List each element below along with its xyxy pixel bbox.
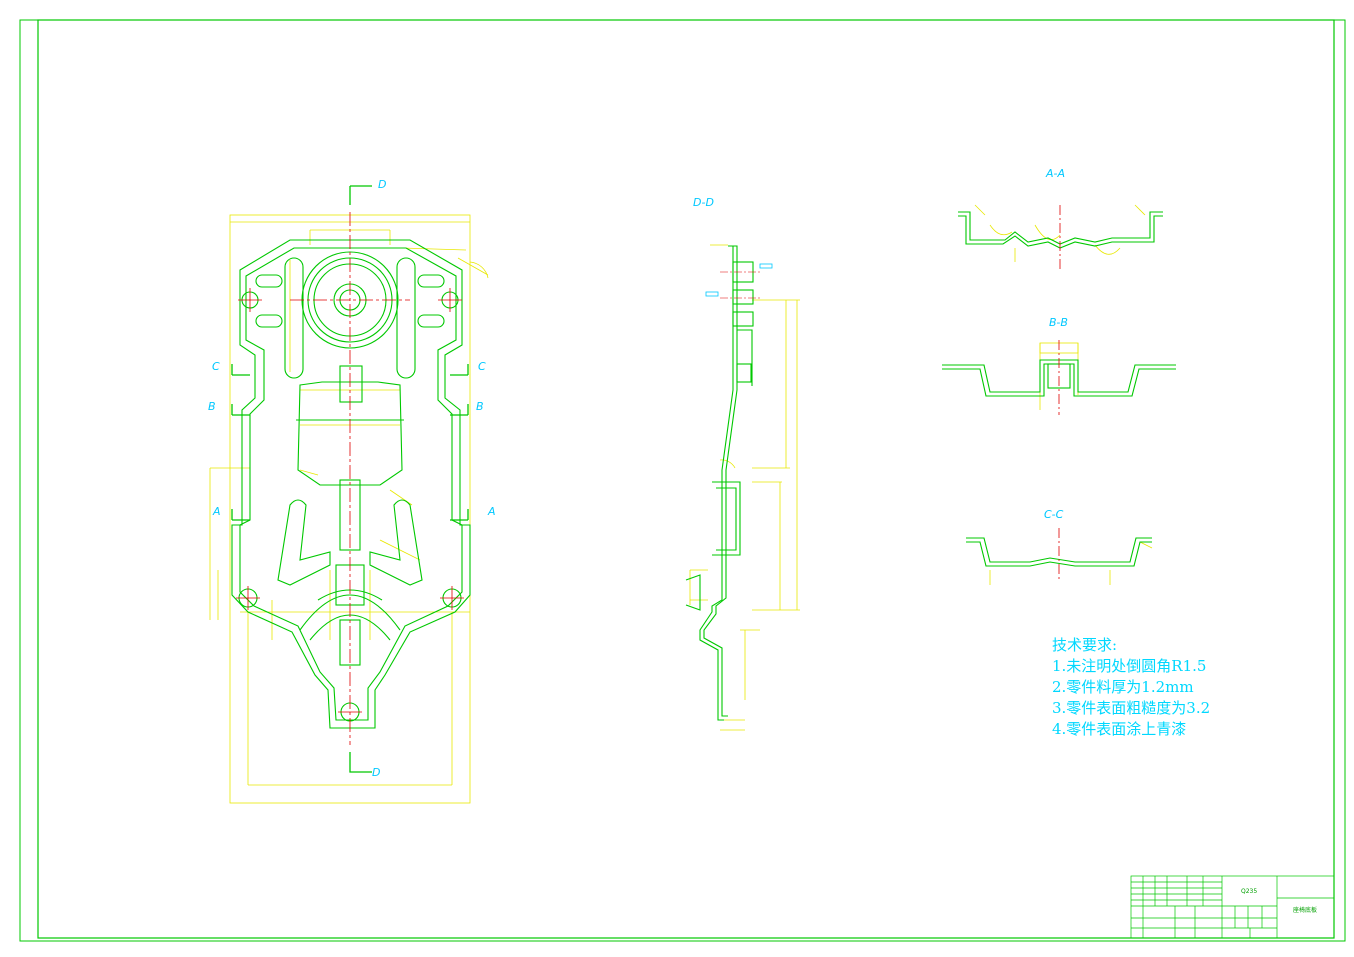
title-block xyxy=(1130,875,1335,939)
title-block-material: Q235 xyxy=(1241,888,1257,895)
front-view: D D C C B B A A xyxy=(208,178,496,804)
tech-req-item-3: 3.零件表面粗糙度为3.2 xyxy=(1052,699,1210,717)
label-side-view: D-D xyxy=(693,196,714,209)
title-block-drawing-name: 座椅底板 xyxy=(1293,906,1317,914)
technical-requirements: 技术要求: 1.未注明处倒圆角R1.5 2.零件料厚为1.2mm 3.零件表面粗… xyxy=(1052,636,1210,738)
label-main-top: D xyxy=(378,178,386,191)
label-left-c: C xyxy=(212,360,220,373)
label-section-cc: C-C xyxy=(1044,508,1064,521)
section-bb: B-B xyxy=(942,316,1176,415)
tech-req-item-4: 4.零件表面涂上青漆 xyxy=(1052,720,1186,738)
inner-frame xyxy=(37,19,1335,939)
tech-req-heading: 技术要求: xyxy=(1052,636,1117,654)
section-aa: A-A xyxy=(958,167,1163,272)
section-cc: C-C xyxy=(966,508,1153,585)
label-left-a: A xyxy=(212,505,221,518)
tech-req-item-1: 1.未注明处倒圆角R1.5 xyxy=(1052,657,1206,675)
section-cut-lines xyxy=(231,185,469,773)
label-right-c: C xyxy=(478,360,486,373)
outer-frame xyxy=(19,19,1346,942)
label-right-a: A xyxy=(487,505,496,518)
label-main-bottom: D xyxy=(372,766,380,779)
side-view-dd: D-D xyxy=(685,196,800,731)
front-view-dimensions xyxy=(209,214,489,804)
label-left-b: B xyxy=(208,400,216,413)
label-right-b: B xyxy=(476,400,484,413)
tech-req-item-2: 2.零件料厚为1.2mm xyxy=(1052,678,1194,696)
label-section-aa: A-A xyxy=(1045,167,1065,180)
front-view-centerlines xyxy=(236,212,464,745)
front-view-outline xyxy=(231,239,471,729)
label-section-bb: B-B xyxy=(1049,316,1068,329)
